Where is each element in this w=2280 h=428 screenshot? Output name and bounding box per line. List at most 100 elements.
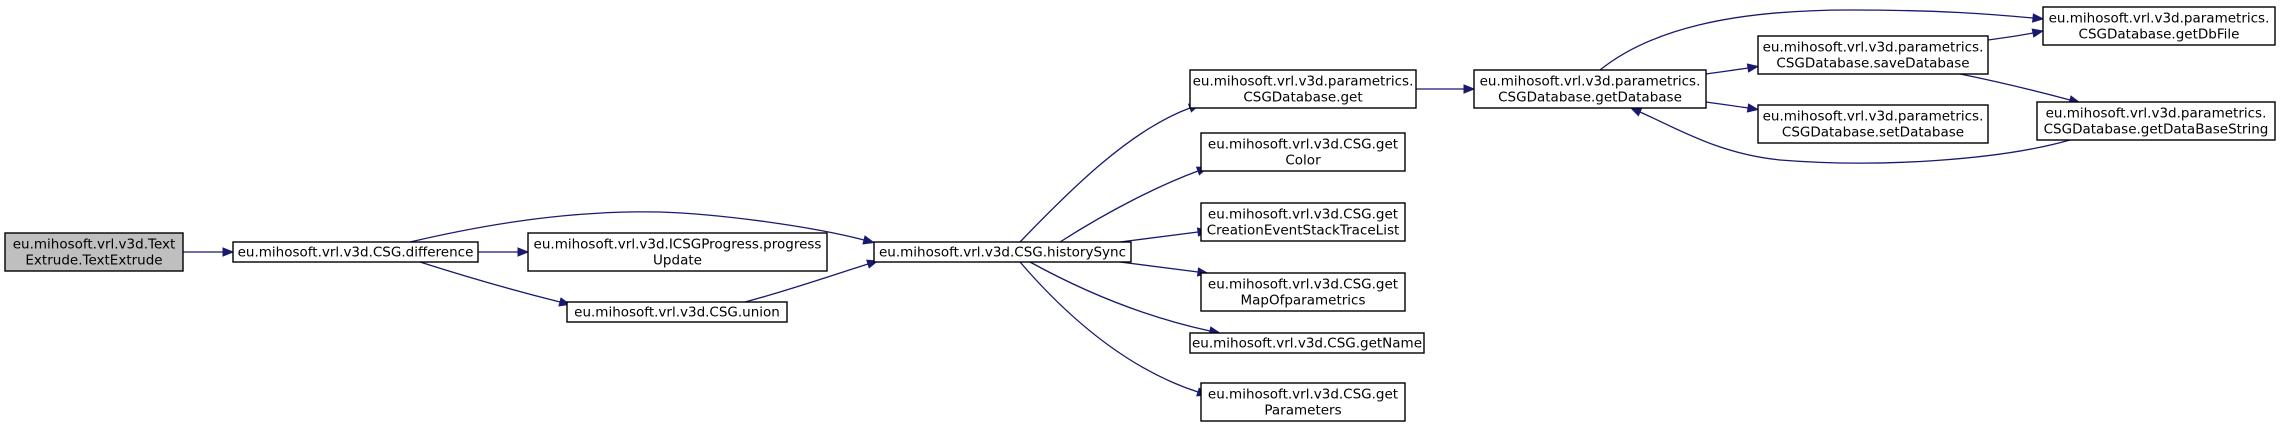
edge-n4-to-n10 <box>1019 261 1209 397</box>
node-label-line: CSGDatabase.getDataBaseString <box>2044 122 2269 138</box>
edge-n12-to-n15 <box>1959 73 2081 105</box>
node-n12[interactable]: eu.mihosoft.vrl.v3d.parametrics.CSGDatab… <box>1757 35 1989 75</box>
node-box <box>1473 69 1707 109</box>
arrowhead <box>2031 28 2045 38</box>
arrowhead <box>517 247 530 257</box>
node-label-line: Parameters <box>1264 403 1341 419</box>
edge-n4-to-n8 <box>1119 261 1210 277</box>
node-label-line: MapOfparametrics <box>1240 293 1365 309</box>
node-label-line: eu.mihosoft.vrl.v3d.CSG.getName <box>1192 336 1422 352</box>
node-n5[interactable]: eu.mihosoft.vrl.v3d.parametrics.CSGDatab… <box>1189 69 1417 109</box>
edge-line <box>1599 9 2034 71</box>
node-label-line: CSGDatabase.getDatabase <box>1498 90 1682 106</box>
edge-line <box>1019 261 1199 393</box>
node-box <box>1200 382 1406 422</box>
node-label-line: Update <box>653 253 702 269</box>
nodes: eu.mihosoft.vrl.v3d.TextExtrude.TextExtr… <box>4 6 2276 422</box>
node-label-line: eu.mihosoft.vrl.v3d.CSG.historySync <box>879 245 1126 261</box>
edge-line <box>1029 261 1211 332</box>
node-n3[interactable]: eu.mihosoft.vrl.v3d.CSG.union <box>566 301 788 323</box>
edge-line <box>419 261 561 303</box>
node-box <box>2036 101 2276 141</box>
arrowhead <box>222 247 235 257</box>
arrowhead <box>1629 107 1643 117</box>
arrowhead <box>1746 103 1760 113</box>
edge-n5-to-n11 <box>1416 84 1476 94</box>
node-label-line: eu.mihosoft.vrl.v3d.ICSGProgress.progres… <box>534 237 822 253</box>
node-label-line: eu.mihosoft.vrl.v3d.CSG.get <box>1208 207 1398 223</box>
node-label-line: eu.mihosoft.vrl.v3d.CSG.union <box>574 305 780 321</box>
edge-line <box>1119 261 1199 273</box>
node-box <box>1757 35 1989 75</box>
node-label-line: eu.mihosoft.vrl.v3d.CSG.get <box>1208 387 1398 403</box>
node-label-line: eu.mihosoft.vrl.v3d.CSG.get <box>1208 137 1398 153</box>
edge-n4-to-n6 <box>1059 166 1209 243</box>
node-label-line: eu.mihosoft.vrl.v3d.CSG.get <box>1208 277 1398 293</box>
arrowhead <box>862 235 875 245</box>
node-label-line: eu.mihosoft.vrl.v3d.CSG.difference <box>238 245 474 261</box>
edge-line <box>744 263 869 303</box>
node-n15[interactable]: eu.mihosoft.vrl.v3d.parametrics.CSGDatab… <box>2036 101 2276 141</box>
node-n4[interactable]: eu.mihosoft.vrl.v3d.CSG.historySync <box>873 241 1132 263</box>
node-label-line: eu.mihosoft.vrl.v3d.parametrics. <box>2046 106 2267 122</box>
edge-line <box>1959 73 2071 101</box>
node-label-line: CreationEventStackTraceList <box>1207 223 1400 239</box>
edge-line <box>1119 231 1199 243</box>
node-n14[interactable]: eu.mihosoft.vrl.v3d.parametrics.CSGDatab… <box>2042 6 2276 46</box>
edge-line <box>1019 107 1191 243</box>
node-box <box>1189 69 1417 109</box>
node-n2[interactable]: eu.mihosoft.vrl.v3d.ICSGProgress.progres… <box>527 232 828 272</box>
edge-n11-to-n14 <box>1599 9 2045 71</box>
arrowhead <box>2032 13 2045 23</box>
node-box <box>1200 202 1406 242</box>
node-label-line: eu.mihosoft.vrl.v3d.Text <box>13 237 176 253</box>
node-label-line: CSGDatabase.setDatabase <box>1782 125 1964 141</box>
node-label-line: eu.mihosoft.vrl.v3d.parametrics. <box>1763 109 1984 125</box>
edge-line <box>1059 170 1199 243</box>
node-label-line: CSGDatabase.getDbFile <box>2079 27 2240 43</box>
node-label-line: eu.mihosoft.vrl.v3d.parametrics. <box>1763 40 1984 56</box>
node-n1[interactable]: eu.mihosoft.vrl.v3d.CSG.difference <box>232 241 479 263</box>
node-box <box>1200 272 1406 312</box>
edge-n4-to-n5 <box>1019 103 1201 243</box>
node-n13[interactable]: eu.mihosoft.vrl.v3d.parametrics.CSGDatab… <box>1757 104 1989 144</box>
edge-line <box>1705 101 1749 109</box>
node-n7[interactable]: eu.mihosoft.vrl.v3d.CSG.getCreationEvent… <box>1200 202 1406 242</box>
node-label-line: CSGDatabase.get <box>1243 90 1362 106</box>
node-box <box>1189 332 1425 354</box>
edge-line <box>409 211 865 243</box>
node-n0[interactable]: eu.mihosoft.vrl.v3d.TextExtrude.TextExtr… <box>4 232 184 272</box>
node-label-line: CSGDatabase.saveDatabase <box>1776 56 1969 72</box>
edge-n0-to-n1 <box>183 247 235 257</box>
node-n9[interactable]: eu.mihosoft.vrl.v3d.CSG.getName <box>1189 332 1425 354</box>
node-label-line: Extrude.TextExtrude <box>25 253 162 269</box>
node-box <box>527 232 828 272</box>
node-n8[interactable]: eu.mihosoft.vrl.v3d.CSG.getMapOfparametr… <box>1200 272 1406 312</box>
edge-n11-to-n12 <box>1705 63 1760 75</box>
edge-n11-to-n13 <box>1705 101 1760 113</box>
node-box <box>873 241 1132 263</box>
node-box <box>566 301 788 323</box>
arrowhead <box>1746 63 1760 73</box>
arrowhead <box>1463 84 1476 94</box>
node-n11[interactable]: eu.mihosoft.vrl.v3d.parametrics.CSGDatab… <box>1473 69 1707 109</box>
node-box <box>1757 104 1989 144</box>
node-box <box>4 232 184 272</box>
edge-line <box>1639 111 2071 164</box>
node-label-line: eu.mihosoft.vrl.v3d.parametrics. <box>1193 74 1414 90</box>
edge-line <box>1987 32 2034 41</box>
edge-n12-to-n14 <box>1987 28 2045 41</box>
node-label-line: eu.mihosoft.vrl.v3d.parametrics. <box>2049 11 2270 27</box>
edge-line <box>1705 67 1749 75</box>
edge-n1-to-n4 <box>409 211 875 245</box>
edge-n1-to-n2 <box>478 247 530 257</box>
edge-n4-to-n7 <box>1119 227 1210 243</box>
edges <box>183 9 2081 397</box>
node-box <box>1200 132 1406 172</box>
node-label-line: Color <box>1285 153 1321 169</box>
node-box <box>2042 6 2276 46</box>
node-label-line: eu.mihosoft.vrl.v3d.parametrics. <box>1480 74 1701 90</box>
